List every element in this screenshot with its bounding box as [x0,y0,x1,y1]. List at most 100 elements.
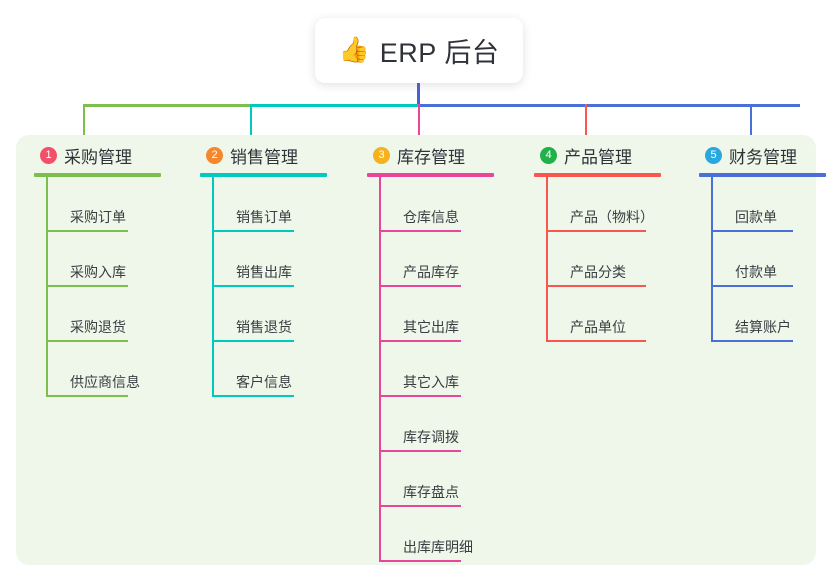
branch-item-rule [379,340,461,342]
branch-item[interactable]: 回款单 [711,177,826,232]
branch-item-rule [546,285,646,287]
branch-drop-3 [418,104,420,137]
branch-item-label: 采购退货 [70,319,126,335]
branch-item-label: 产品库存 [403,264,459,280]
branch-header-rule [200,173,327,177]
branch-header-3[interactable]: 3 库存管理 [353,143,494,167]
branch-item-label: 仓库信息 [403,209,459,225]
branch-item-list: 仓库信息产品库存其它出库其它入库库存调拨库存盘点出库库明细 [379,177,494,562]
branch-number-badge: 3 [373,146,390,164]
branch-item-rule [379,560,461,562]
branch-number-badge: 5 [705,146,722,164]
branch-item-label: 销售退货 [236,319,292,335]
branch-item[interactable]: 产品单位 [546,287,661,342]
branch-item[interactable]: 采购退货 [46,287,161,342]
branch-item[interactable]: 客户信息 [212,342,327,397]
bus-segment-2 [250,104,418,107]
branch-item-label: 出库库明细 [403,539,473,555]
branch-item-label: 其它出库 [403,319,459,335]
branch-drop-2 [250,104,252,137]
branch-item-label: 采购入库 [70,264,126,280]
branch-drop-4 [585,104,587,137]
branch-item-label: 付款单 [735,264,777,280]
branch-item-rule [212,230,294,232]
branch-spine [379,177,381,562]
branch-drop-5 [750,104,752,137]
branch-header-rule [367,173,494,177]
branch-item-rule [711,230,793,232]
branch-item-list: 产品（物料） 产品分类产品单位 [546,177,661,342]
branch-item-rule [379,230,461,232]
branch-item-label: 采购订单 [70,209,126,225]
branch-item-rule [46,285,128,287]
branch-header-rule [34,173,161,177]
branch-item[interactable]: 销售订单 [212,177,327,232]
bus-segment-1 [83,104,250,107]
branch-item-label: 产品分类 [570,264,626,280]
branch-title: 库存管理 [397,147,465,167]
branch-item[interactable]: 结算账户 [711,287,826,342]
branch-item[interactable]: 库存盘点 [379,452,494,507]
branch-spine [46,177,48,397]
branch-item[interactable]: 仓库信息 [379,177,494,232]
branch-column-5: 5 财务管理回款单付款单结算账户 [685,143,826,342]
branch-spine [711,177,713,342]
branch-item[interactable]: 出库库明细 [379,507,494,562]
branch-header-rule [534,173,661,177]
branch-title: 采购管理 [64,147,132,167]
branch-header-2[interactable]: 2 销售管理 [186,143,327,167]
branch-item-rule [379,450,461,452]
branch-item-rule [46,395,128,397]
branch-item-label: 客户信息 [236,374,292,390]
branch-column-2: 2 销售管理销售订单销售出库销售退货客户信息 [186,143,327,397]
thumbs-up-icon: 👍 [338,36,370,64]
branch-header-rule [699,173,826,177]
branch-item-label: 回款单 [735,209,777,225]
branch-item[interactable]: 产品（物料） [546,177,661,232]
branch-item[interactable]: 库存调拨 [379,397,494,452]
bus-segment-3 [418,104,800,107]
root-node[interactable]: 👍 ERP 后台 [315,18,523,83]
branch-column-3: 3 库存管理仓库信息产品库存其它出库其它入库库存调拨库存盘点出库库明细 [353,143,494,562]
branch-item-list: 销售订单销售出库销售退货客户信息 [212,177,327,397]
branch-item[interactable]: 付款单 [711,232,826,287]
branch-item-rule [711,285,793,287]
branch-item[interactable]: 产品分类 [546,232,661,287]
branch-item[interactable]: 采购订单 [46,177,161,232]
branch-item-list: 采购订单采购入库采购退货供应商信息 [46,177,161,397]
branch-item[interactable]: 其它出库 [379,287,494,342]
branch-item[interactable]: 供应商信息 [46,342,161,397]
branch-title: 财务管理 [729,147,797,167]
branch-item[interactable]: 采购入库 [46,232,161,287]
branch-item-rule [46,340,128,342]
branches-panel [16,135,816,565]
branch-number-badge: 4 [540,146,557,164]
branch-column-4: 4 产品管理产品（物料） 产品分类产品单位 [520,143,661,342]
branch-item-label: 库存盘点 [403,484,459,500]
root-connector [417,83,420,106]
branch-number-badge: 2 [206,146,223,164]
branch-item-list: 回款单付款单结算账户 [711,177,826,342]
branch-item[interactable]: 产品库存 [379,232,494,287]
branch-title: 销售管理 [230,147,298,167]
branch-spine [212,177,214,397]
branch-item[interactable]: 销售退货 [212,287,327,342]
branch-item-rule [46,230,128,232]
branch-spine [546,177,548,342]
branch-item-label: 销售订单 [236,209,292,225]
branch-item-rule [379,285,461,287]
branch-header-4[interactable]: 4 产品管理 [520,143,661,167]
branch-item-rule [212,395,294,397]
branch-item-label: 销售出库 [236,264,292,280]
branch-item-rule [546,230,646,232]
branch-header-5[interactable]: 5 财务管理 [685,143,826,167]
branch-item-label: 库存调拨 [403,429,459,445]
branch-item-rule [379,505,461,507]
branch-item-label: 供应商信息 [70,374,140,390]
branch-item-label: 产品单位 [570,319,626,335]
branch-item[interactable]: 其它入库 [379,342,494,397]
branch-item[interactable]: 销售出库 [212,232,327,287]
branch-title: 产品管理 [564,147,632,167]
